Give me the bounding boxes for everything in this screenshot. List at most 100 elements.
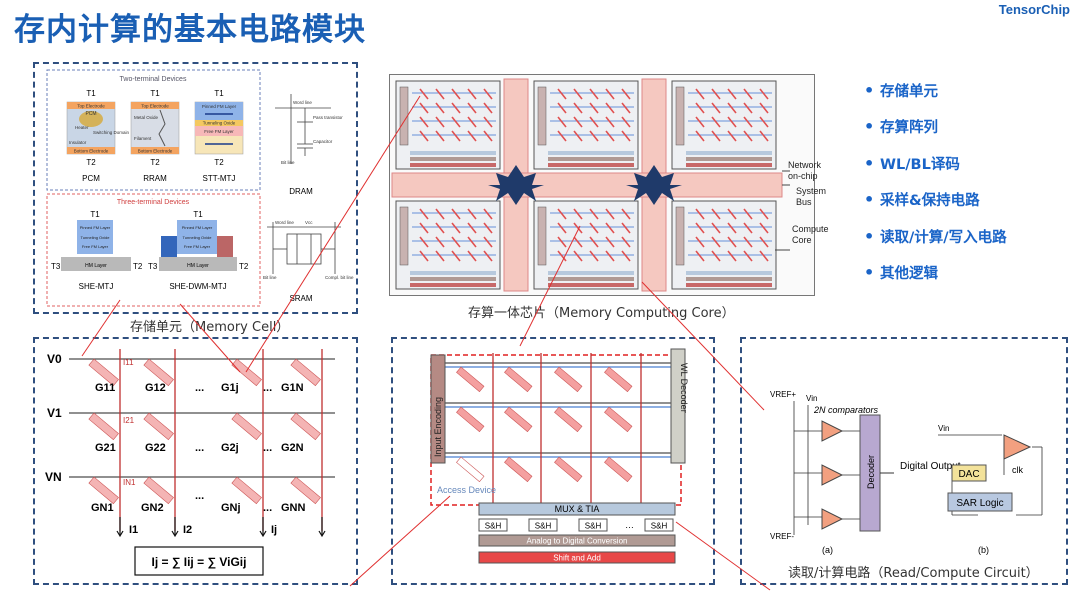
sram-schematic [267, 222, 341, 274]
compute-core-tile [395, 80, 501, 170]
svg-text:S&H: S&H [585, 522, 602, 531]
compute-core-tile [671, 80, 777, 170]
readout-caption: 读取/计算电路（Read/Compute Circuit） [788, 566, 1039, 581]
svg-text:S&H: S&H [651, 522, 668, 531]
svg-text:VREF+: VREF+ [770, 390, 796, 399]
svg-text:Vcc: Vcc [305, 220, 313, 225]
memory-core-panel [389, 74, 815, 296]
module-list: •存储单元 •存算阵列 •WL/BL译码 •采样&保持电路 •读取/计算/写入电… [864, 72, 1064, 291]
svg-text:Tunneling Oxide: Tunneling Oxide [203, 121, 236, 126]
svg-text:T2: T2 [86, 158, 96, 167]
adc-block [478, 534, 676, 547]
svg-text:I2: I2 [183, 524, 192, 536]
comparator-1 [821, 420, 844, 442]
svg-text:GN1: GN1 [91, 502, 114, 514]
dram-label: DRAM [289, 187, 313, 196]
svg-text:GNj: GNj [221, 502, 241, 514]
noc-router-2 [626, 165, 682, 205]
svg-text:Free FM Layer: Free FM Layer [184, 244, 211, 249]
mux-tia-block [478, 502, 676, 516]
input-encoding-block [430, 354, 446, 464]
she-mtj-label: SHE-MTJ [79, 282, 114, 291]
resistor [290, 412, 321, 441]
svg-text:Switching Domain: Switching Domain [93, 130, 130, 135]
svg-text:G2N: G2N [281, 442, 304, 454]
svg-text:T1: T1 [90, 210, 100, 219]
svg-text:T1: T1 [214, 89, 224, 98]
noc-router-1 [488, 165, 544, 205]
list-item: •存算阵列 [864, 117, 938, 137]
svg-text:...: ... [263, 502, 272, 514]
resistor [504, 366, 533, 393]
svg-text:(b): (b) [978, 545, 989, 555]
svg-text:Word line: Word line [293, 100, 312, 105]
svg-text:Shift and Add: Shift and Add [553, 554, 601, 563]
svg-text:Digital Output: Digital Output [900, 461, 961, 472]
sar-comparator [1003, 434, 1032, 460]
resistor [504, 406, 533, 433]
brand-logo: TensorChip [998, 2, 1070, 17]
resistor [88, 358, 119, 387]
memory-cell-diagram: Two-terminal Devices T1 Top Electrode PC… [46, 69, 354, 307]
svg-text:G1N: G1N [281, 382, 304, 394]
svg-text:Top Electrode: Top Electrode [141, 104, 169, 109]
comparator-3 [821, 508, 844, 530]
resistor [231, 412, 262, 441]
page-title: 存内计算的基本电路模块 [14, 12, 366, 48]
row-label-v0: V0 [47, 352, 62, 366]
dac-block [951, 464, 987, 482]
svg-text:Vin: Vin [938, 424, 949, 433]
she-dwm-mtj-label: SHE-DWM-MTJ [169, 282, 226, 291]
current-formula: Ij = ∑ Iij = ∑ ViGij [152, 555, 247, 569]
svg-text:Bit line: Bit line [281, 160, 295, 165]
svg-text:Metal Oxide: Metal Oxide [134, 115, 159, 120]
svg-text:...: ... [263, 382, 272, 394]
svg-text:Pinned FM Layer: Pinned FM Layer [182, 225, 213, 230]
she-dwm-mtj-device [177, 220, 217, 254]
svg-text:Filament: Filament [134, 136, 152, 141]
resistor [143, 412, 174, 441]
readout-panel: VREF+ VREF- Vin 2N comparators Decoder D… [740, 337, 1068, 585]
svg-text:Decoder: Decoder [866, 455, 876, 489]
list-item: •存储单元 [864, 80, 938, 100]
svg-text:S&H: S&H [535, 522, 552, 531]
svg-text:clk: clk [1012, 465, 1023, 475]
resistor [604, 366, 633, 393]
resistor [604, 456, 633, 483]
svg-text:Vin: Vin [806, 394, 817, 403]
rram-device [130, 101, 180, 155]
svg-text:...: ... [195, 442, 204, 454]
svg-text:Tunneling Oxide: Tunneling Oxide [81, 235, 111, 240]
she-mtj-device [77, 220, 113, 254]
shift-add-block [478, 551, 676, 564]
resistor [88, 412, 119, 441]
svg-text:Free FM Layer: Free FM Layer [82, 244, 109, 249]
svg-text:G21: G21 [95, 442, 116, 454]
system-bus-label: System Bus [796, 186, 827, 207]
svg-text:…: … [625, 520, 634, 530]
svg-text:PCM: PCM [85, 111, 96, 117]
svg-text:Free FM Layer: Free FM Layer [204, 129, 234, 134]
svg-text:...: ... [195, 490, 204, 502]
rram-label: RRAM [143, 174, 167, 183]
memory-core-caption: 存算一体芯片（Memory Computing Core） [468, 306, 735, 321]
pcm-label: PCM [82, 174, 100, 183]
list-item: •其他逻辑 [864, 263, 938, 283]
svg-text:Tunneling Oxide: Tunneling Oxide [183, 235, 213, 240]
array-diagram: Input Encoding WL Decoder Access Device … [430, 348, 689, 564]
core-chip-diagram [391, 78, 790, 292]
resistor [456, 456, 485, 483]
resistor [604, 406, 633, 433]
wl-decoder-label: WL Decoder [679, 363, 689, 413]
svg-text:2N comparators: 2N comparators [813, 405, 879, 415]
resistor [143, 358, 174, 387]
svg-text:Pinned FM Layer: Pinned FM Layer [80, 225, 111, 230]
svg-text:T3: T3 [148, 262, 158, 271]
svg-text:GNN: GNN [281, 502, 306, 514]
resistor [554, 406, 583, 433]
svg-text:T3: T3 [51, 262, 61, 271]
memory-cell-panel: Two-terminal Devices T1 Top Electrode PC… [33, 62, 358, 314]
list-item: •采样&保持电路 [864, 190, 980, 210]
svg-text:T1: T1 [86, 89, 96, 98]
svg-text:T2: T2 [133, 262, 143, 271]
